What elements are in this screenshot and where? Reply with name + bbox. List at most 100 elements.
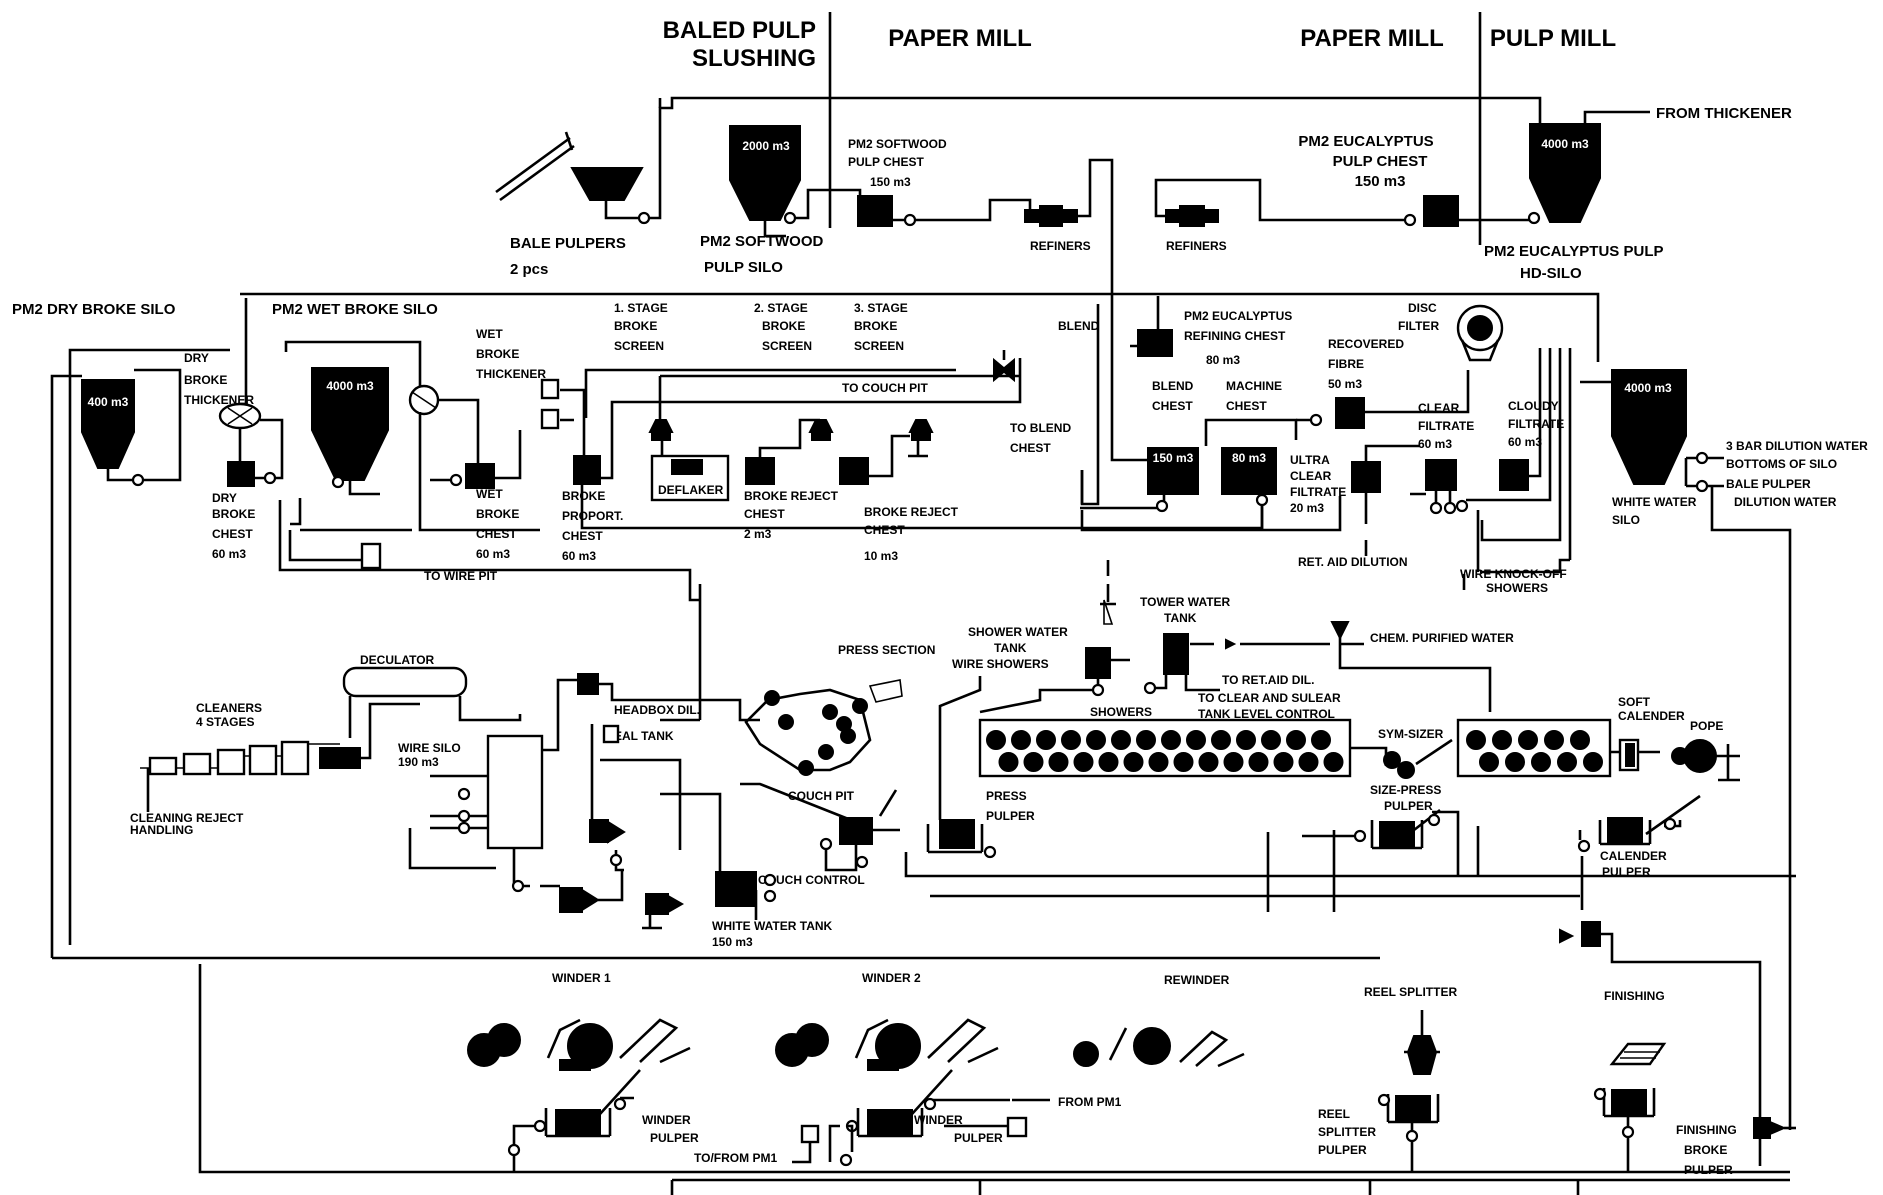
- sub-pump-1: [589, 819, 609, 843]
- deflaker: [671, 459, 703, 475]
- screen2-label-3: SCREEN: [762, 339, 812, 353]
- dry-thickener-label: DRY: [184, 351, 209, 365]
- reel-splitter-pulper-label: REEL: [1318, 1107, 1350, 1121]
- screen3-label: 3. STAGE: [854, 301, 908, 315]
- calender-pulper-pump: [1577, 839, 1591, 853]
- refining-chest-label-2: REFINING CHEST: [1184, 329, 1286, 343]
- softwood-silo-label: PM2 SOFTWOOD: [700, 233, 824, 250]
- proport-chest-label-3: CHEST: [562, 529, 603, 543]
- refiners-left-label: REFINERS: [1030, 239, 1091, 253]
- shower-water-tank-label-2: TANK: [994, 641, 1027, 655]
- finishing-label: FINISHING: [1604, 989, 1665, 1003]
- wire-silo-pump-3: [457, 821, 471, 835]
- dry-chest-label: DRY: [212, 491, 237, 505]
- softwood-chest-label: PM2 SOFTWOOD: [848, 137, 947, 151]
- size-press-pump-2: [1427, 813, 1441, 827]
- ww-silo-volume: 4000 m3: [1624, 381, 1672, 395]
- tower-water-tank: [1163, 633, 1189, 675]
- to-pm1-label: TO/FROM PM1: [694, 1151, 777, 1165]
- dryer-cylinder-bottom: [1479, 752, 1499, 772]
- header-baled-pulp-slushing-2: SLUSHING: [692, 45, 816, 72]
- winder-1: [467, 1018, 691, 1071]
- broke-screen-3: [908, 419, 934, 441]
- bale-pulper-pump: [637, 211, 651, 225]
- stock-preparation: BLEND PM2 EUCALYPTUS REFINING CHEST 80 m…: [1058, 280, 1868, 1130]
- calender-pulper: [1607, 817, 1643, 845]
- from-pm1-label: FROM PM1: [1058, 1095, 1122, 1109]
- dryer-cylinder-top: [1286, 730, 1306, 750]
- finishing-area: WINDER 1 WINDER 2 REWINDER REEL SPLITTER: [467, 971, 1796, 1195]
- wet-broke-silo: [311, 367, 389, 481]
- reject-chest2-label-2: CHEST: [864, 523, 905, 537]
- reject-chest2-label: BROKE REJECT: [864, 505, 959, 519]
- headbox-feed-pump: [577, 673, 599, 695]
- to-clear-level-label: TO CLEAR AND SULEAR: [1198, 691, 1341, 705]
- screen1-label-3: SCREEN: [614, 339, 664, 353]
- ultra-clear-label: ULTRA: [1290, 453, 1330, 467]
- dryer-cylinder-top: [1261, 730, 1281, 750]
- to-blend-chest-label: TO BLEND: [1010, 421, 1071, 435]
- ultra-clear-label-3: FILTRATE: [1290, 485, 1346, 499]
- press-pulper-pump: [983, 845, 997, 859]
- reel-splitter-pump: [1377, 1093, 1391, 1107]
- screen2-label: 2. STAGE: [754, 301, 808, 315]
- dryer-cylinder-bottom: [1505, 752, 1525, 772]
- reject-chest1-label: BROKE REJECT: [744, 489, 839, 503]
- wire-silo-pump: [457, 787, 471, 801]
- eucalyptus-silo-volume: 4000 m3: [1541, 137, 1589, 151]
- to-clear-level-label-2: TANK LEVEL CONTROL: [1198, 707, 1335, 721]
- finishing-pulper-label: FINISHING: [1676, 1123, 1737, 1137]
- wet-thickener-label-2: BROKE: [476, 347, 519, 361]
- eucalyptus-pulp-silo: [1529, 123, 1601, 223]
- winder-pulper-2: [867, 1109, 913, 1137]
- ww-silo-label-2: SILO: [1612, 513, 1640, 527]
- wet-chest-label-2: BROKE: [476, 507, 519, 521]
- bottom-of-silo-label: BOTTOMS OF SILO: [1726, 457, 1837, 471]
- recovered-fibre-chest: [1335, 397, 1365, 429]
- dryer-cylinder-bottom: [1273, 752, 1294, 772]
- deculator-frame: [342, 666, 468, 698]
- dryer-cylinder-top: [1011, 730, 1031, 750]
- tower-water-tank-label: TOWER WATER: [1140, 595, 1231, 609]
- dryer-cylinders-2: [1466, 730, 1603, 772]
- size-press-pulper-label-2: PULPER: [1384, 799, 1433, 813]
- sym-sizer-label: SYM-SIZER: [1378, 727, 1444, 741]
- winder-pulper-1-pump: [533, 1119, 547, 1133]
- screen1-label: 1. STAGE: [614, 301, 668, 315]
- to-blend-chest-label-2: CHEST: [1010, 441, 1051, 455]
- winder-pulper2-label-2: PULPER: [954, 1131, 1003, 1145]
- reel-splitter-label: REEL SPLITTER: [1364, 985, 1457, 999]
- finishing-pulper-label-3: PULPER: [1684, 1163, 1733, 1177]
- to-pm1-box: [800, 1124, 820, 1144]
- sub-pump-3: [645, 893, 669, 915]
- cloudy-filtrate-tank: [1499, 459, 1529, 491]
- wire-silo-pump-4: [511, 879, 525, 893]
- clear-filtrate-volume: 60 m3: [1418, 437, 1452, 451]
- dryer-cylinder-bottom: [1298, 752, 1319, 772]
- cleaners-4-stages: [140, 702, 420, 776]
- dry-broke-silo-label: PM2 DRY BROKE SILO: [12, 301, 176, 318]
- to-wire-pit-top-label: TO WIRE PIT: [424, 569, 498, 583]
- refiner-right: [1154, 178, 1410, 227]
- dry-broke-thickener: [218, 402, 262, 430]
- clear-filtrate-pump-2: [1443, 501, 1457, 515]
- dryer-cylinder-top: [1186, 730, 1206, 750]
- broke-reject-chest-1: [745, 457, 775, 485]
- sym-sizer: [1383, 738, 1453, 779]
- bale-conveyor: [495, 131, 575, 202]
- dryer-cylinder-bottom: [998, 752, 1019, 772]
- reel-splitter-pulper: [1395, 1095, 1431, 1123]
- recovered-fibre-volume: 50 m3: [1328, 377, 1362, 391]
- cleaning-reject-label-2: HANDLING: [130, 823, 193, 837]
- softwood-chest-volume: 150 m3: [870, 175, 911, 189]
- recovered-fibre-label: RECOVERED: [1328, 337, 1404, 351]
- dry-silo-pump: [131, 473, 145, 487]
- cleaners-label-2: 4 STAGES: [196, 715, 254, 729]
- refining-chest-label: PM2 EUCALYPTUS: [1184, 309, 1292, 323]
- tower-water-pump: [1143, 681, 1157, 695]
- pm-return-valve: [1559, 928, 1575, 944]
- deculator-label: DECULATOR: [360, 653, 435, 667]
- clear-filtrate-pump: [1429, 501, 1443, 515]
- winder1-label: WINDER 1: [552, 971, 611, 985]
- disc-filter-label: DISC: [1408, 301, 1437, 315]
